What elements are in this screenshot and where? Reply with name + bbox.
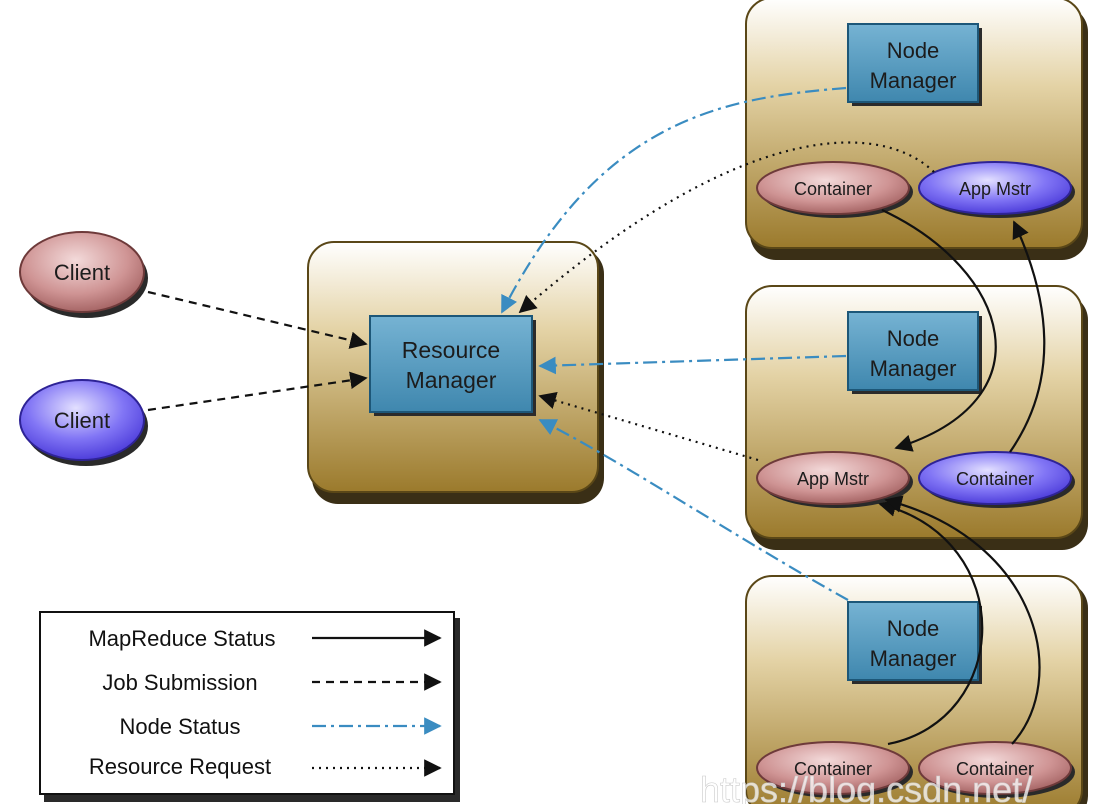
node-3-container-oval-left: Container (756, 741, 913, 798)
node-1-container-label: Container (794, 179, 872, 199)
mapreduce-status-arrow-2 (1009, 220, 1046, 453)
legend-label-node-status: Node Status (119, 714, 240, 739)
node-2-app-master-label: App Mstr (797, 469, 869, 489)
node-status-arrow-2 (538, 354, 847, 375)
node-manager-2-label-1: Node (887, 326, 940, 351)
node-2-container-oval: Container (918, 451, 1075, 508)
node-manager-1-label-1: Node (887, 38, 940, 63)
node-manager-2-label-2: Manager (870, 356, 957, 381)
watermark-text: https://blog.csdn.net/ (700, 769, 1032, 804)
node-1-container-oval: Container (756, 161, 913, 218)
node-2-container-label: Container (956, 469, 1034, 489)
node-manager-3-label-1: Node (887, 616, 940, 641)
mapreduce-status-arrow-4 (884, 495, 1041, 745)
client-red: Client (19, 231, 148, 318)
client-blue-label: Client (54, 408, 110, 433)
job-submission-arrow-2 (147, 371, 368, 412)
node-manager-3: Node Manager (847, 601, 982, 684)
node-manager-3-label-2: Manager (870, 646, 957, 671)
node-manager-1-label-2: Manager (870, 68, 957, 93)
job-submission-arrow-1 (147, 290, 368, 349)
node-manager-1: Node Manager (847, 23, 982, 106)
node-status-arrow-1 (501, 86, 847, 314)
node-3-container-oval-right: Container (918, 741, 1075, 798)
legend-label-resource-request: Resource Request (89, 754, 271, 779)
resource-manager: Resource Manager (369, 315, 536, 416)
resource-manager-label-2: Manager (406, 367, 497, 393)
legend-label-job-submission: Job Submission (102, 670, 257, 695)
client-red-label: Client (54, 260, 110, 285)
mapreduce-status-arrow-1 (881, 209, 997, 452)
mapreduce-status-arrow-3 (878, 499, 984, 746)
node-3-container-left-label: Container (794, 759, 872, 779)
node-3-container-right-label: Container (956, 759, 1034, 779)
resource-manager-label-1: Resource (402, 337, 500, 363)
node-2-app-master-oval: App Mstr (756, 451, 913, 508)
node-manager-2: Node Manager (847, 311, 982, 394)
node-1-app-master-label: App Mstr (959, 179, 1031, 199)
legend: MapReduce Status Job Submission Node Sta… (39, 611, 460, 802)
node-status-arrow-3 (538, 419, 849, 601)
client-blue: Client (19, 379, 148, 466)
resource-request-arrow-2 (538, 392, 759, 462)
node-1-app-master-oval: App Mstr (918, 161, 1075, 218)
legend-label-mapreduce-status: MapReduce Status (88, 626, 275, 651)
